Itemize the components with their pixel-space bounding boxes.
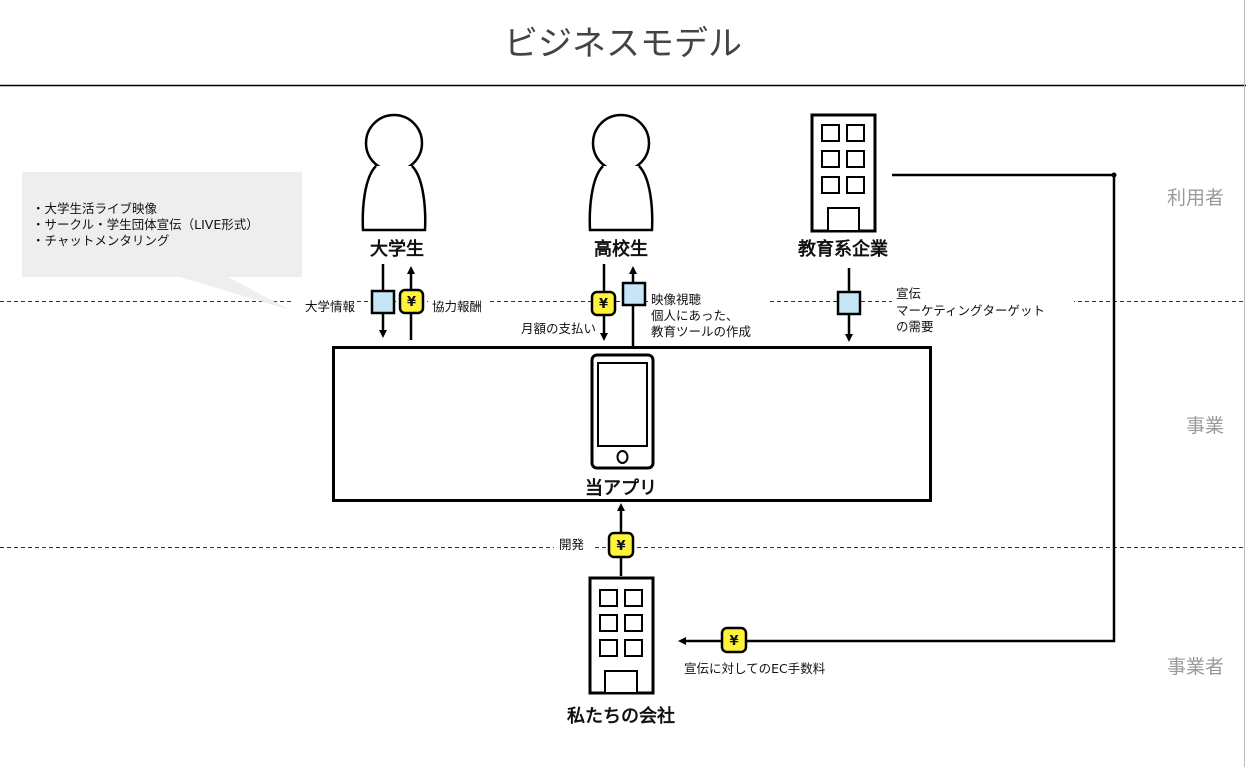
actor-high-school-students: 高校生 (588, 113, 654, 260)
lane-label-users: 利用者 (1167, 187, 1224, 209)
actor-label: 教育系企業 (798, 238, 889, 260)
flow-label: 宣伝に対してのEC手数料 (684, 661, 826, 676)
info-token (621, 281, 647, 307)
yen-icon: ¥ (616, 539, 625, 554)
yen-token (398, 288, 425, 315)
building-icon (588, 576, 655, 695)
person-icon (361, 113, 427, 232)
callout-shape (22, 172, 302, 310)
person-icon (588, 113, 654, 232)
callout-line: ・チャットメンタリング (32, 233, 169, 248)
flow-label: 開発 (559, 537, 585, 552)
flow-label: 月額の支払い (521, 321, 596, 336)
callout-line: ・サークル・学生団体宣伝（LIVE形式） (32, 217, 259, 232)
flow-label: 協力報酬 (432, 299, 482, 314)
flow-label: 映像視聴 (651, 292, 702, 307)
actor-education-companies: 教育系企業 (798, 113, 889, 260)
yen-token (590, 290, 617, 317)
callout-bubble: ・大学生活ライブ映像 ・サークル・学生団体宣伝（LIVE形式） ・チャットメンタ… (22, 172, 302, 310)
page-title: ビジネスモデル (504, 24, 742, 64)
connector-line (678, 173, 1116, 645)
info-token (370, 289, 396, 315)
yen-token (720, 626, 748, 654)
smartphone-icon (590, 353, 655, 470)
yen-icon: ¥ (729, 634, 738, 649)
app-label: 当アプリ (585, 477, 657, 499)
yen-icon: ¥ (599, 297, 608, 312)
connector-joint (1111, 172, 1117, 178)
yen-token (607, 531, 635, 559)
info-token (836, 290, 862, 316)
actor-our-company: 私たちの会社 (567, 576, 675, 727)
flow-monthly-payment: ¥ 月額の支払い (521, 264, 617, 341)
lane-label-operator: 事業者 (1167, 656, 1224, 678)
actor-label: 大学生 (370, 238, 424, 260)
flow-label: 個人にあった、 (651, 308, 739, 323)
flow-development: ¥ 開発 (554, 503, 635, 576)
building-icon (810, 113, 877, 233)
flow-high-school-service: 映像視聴 個人にあった、 教育ツールの作成 (621, 266, 767, 346)
yen-icon: ¥ (407, 295, 416, 310)
flow-label: マーケティングターゲット (896, 303, 1045, 318)
lane-label-business: 事業 (1186, 415, 1224, 437)
actor-label: 高校生 (594, 238, 648, 260)
callout-line: ・大学生活ライブ映像 (32, 201, 158, 216)
flow-company-advertising: 宣伝 マーケティングターゲット の需要 (836, 268, 1074, 342)
flow-label: 教育ツールの作成 (651, 324, 751, 339)
flow-label: 宣伝 (896, 286, 921, 301)
flow-university-reward: ¥ 協力報酬 (398, 266, 490, 340)
flow-university-info: 大学情報 (294, 264, 396, 338)
actor-university-students: 大学生 (361, 113, 427, 260)
flow-label: 大学情報 (305, 299, 356, 314)
app-box: 当アプリ (332, 346, 932, 502)
flow-label: の需要 (896, 319, 934, 334)
actor-label: 私たちの会社 (567, 705, 675, 727)
flow-ec-fee: ¥ 宣伝に対してのEC手数料 (678, 172, 1117, 676)
